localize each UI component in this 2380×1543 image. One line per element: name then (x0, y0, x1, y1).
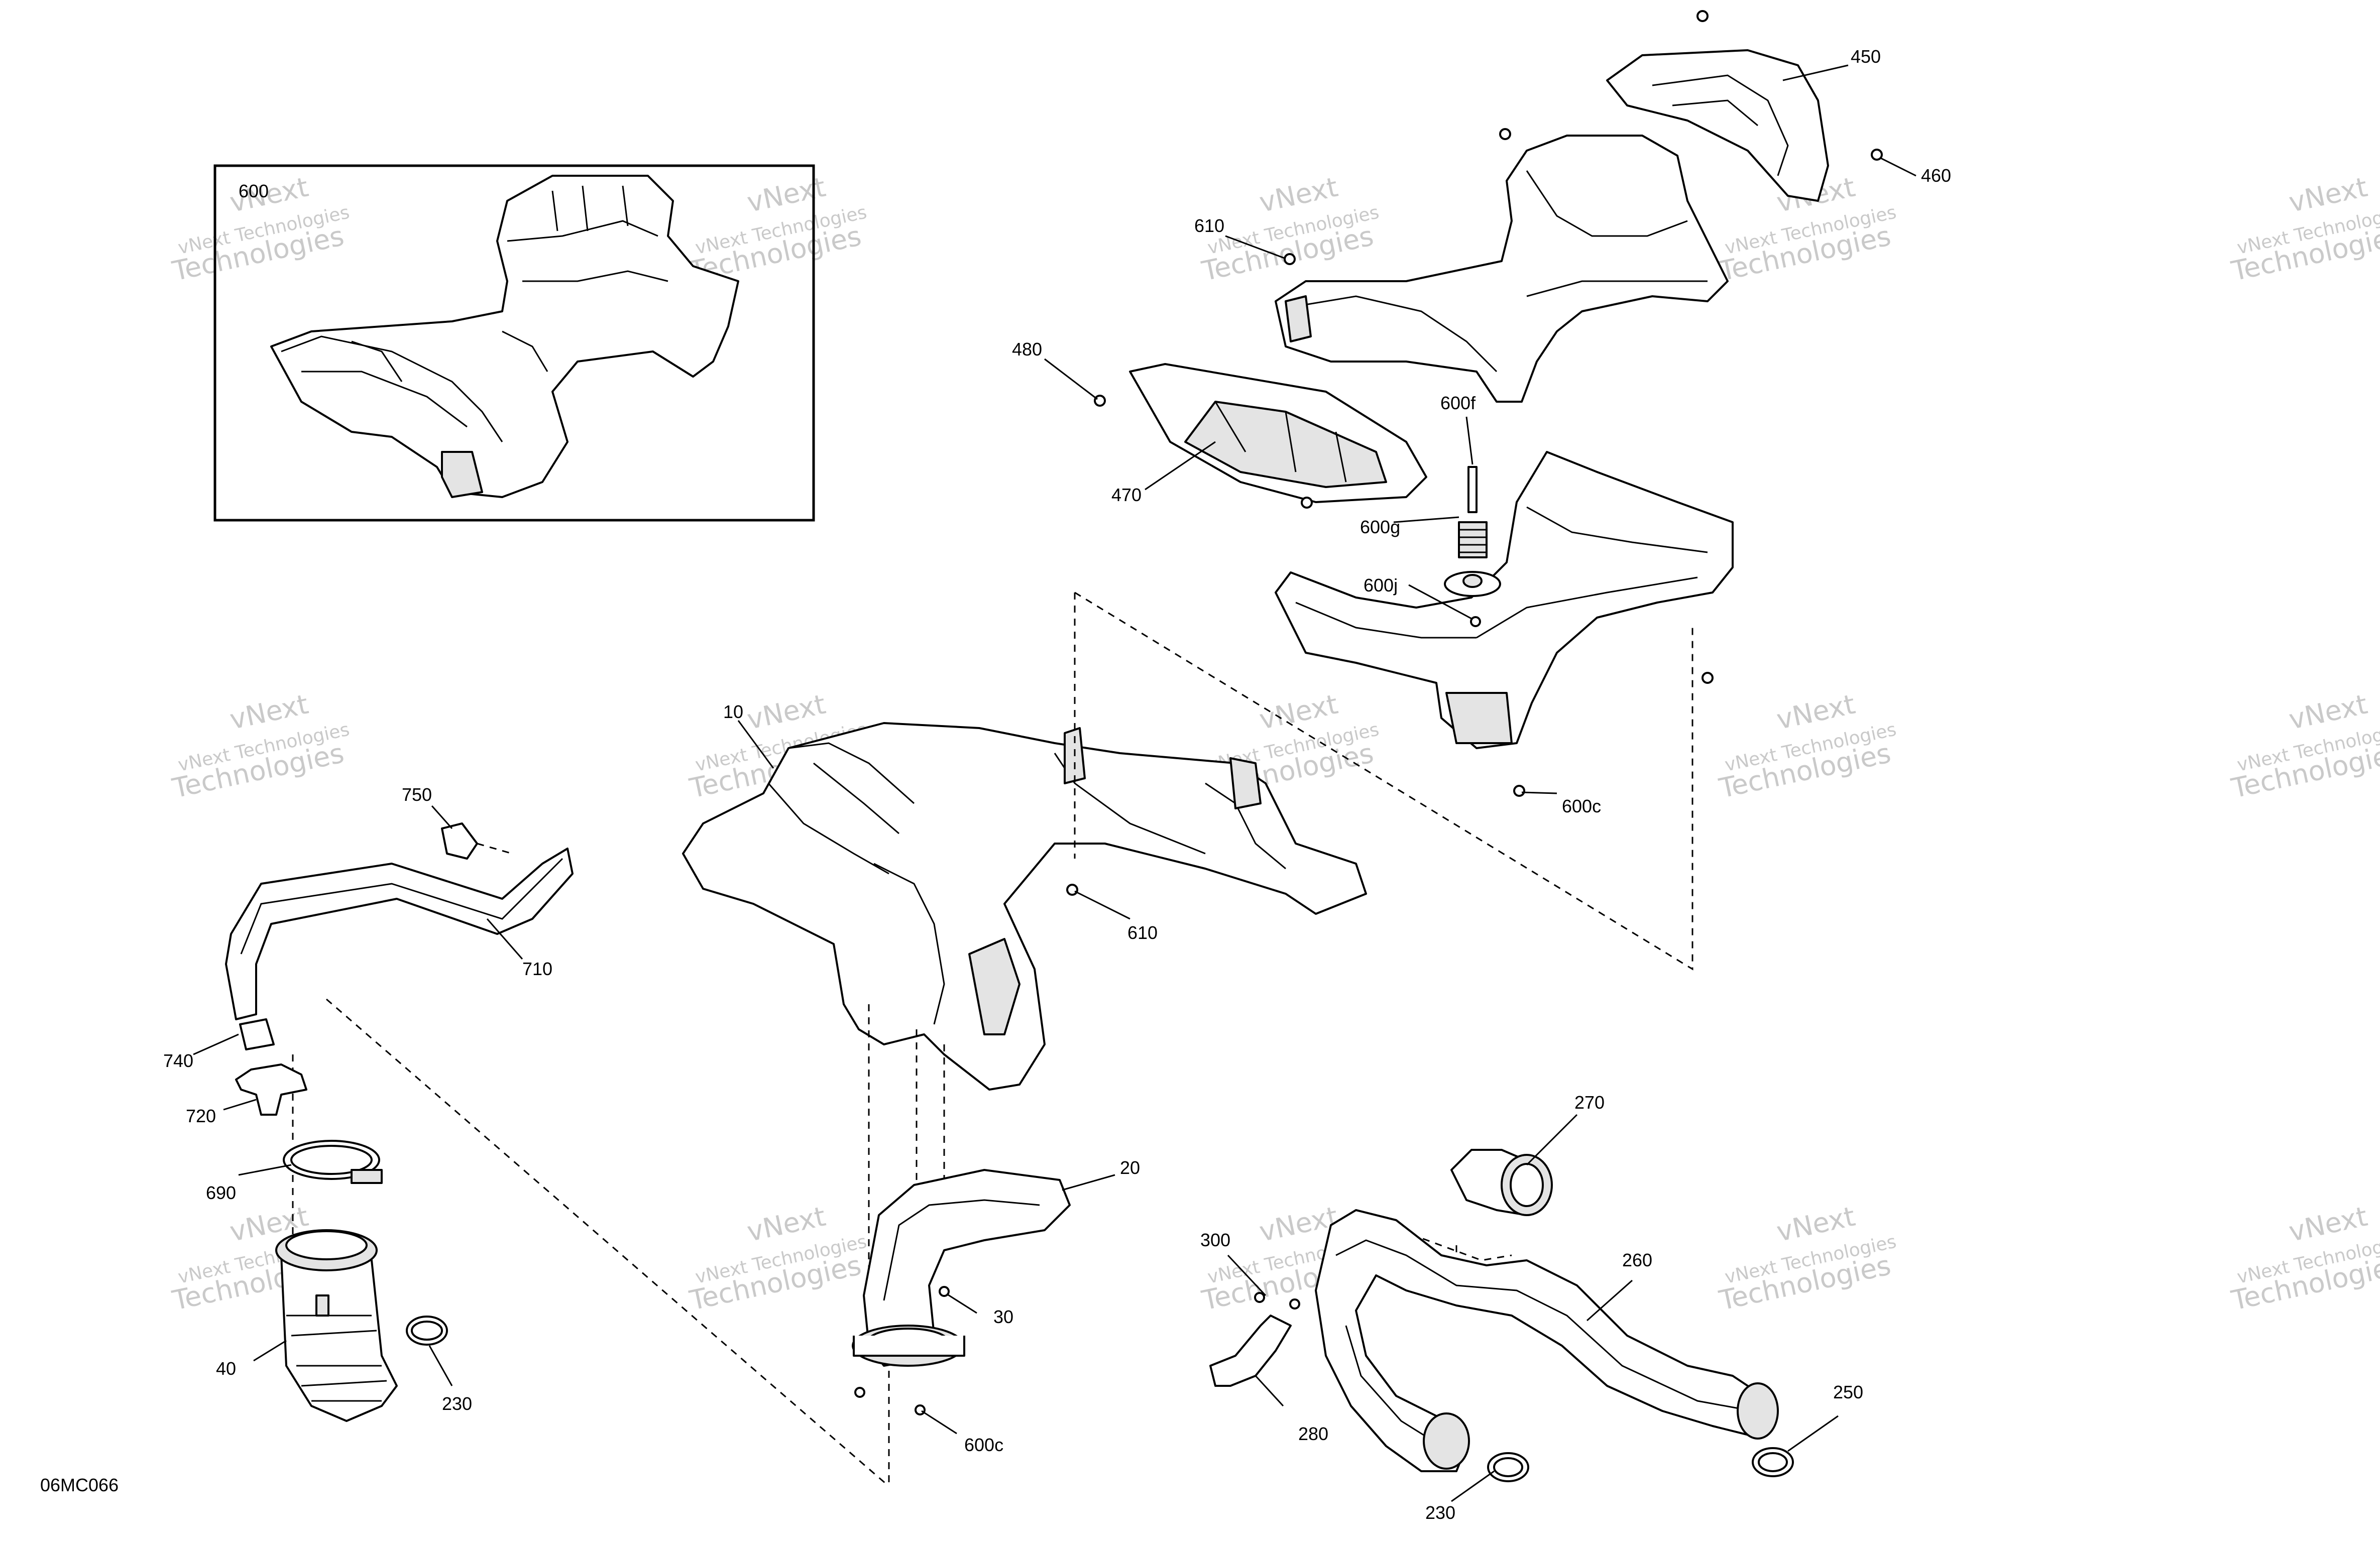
callout-300: 300 (1200, 1230, 1230, 1250)
callout-610-top: 610 (1194, 215, 1224, 236)
callout-480: 480 (1012, 339, 1042, 360)
callout-600j: 600j (1364, 575, 1398, 596)
callout-710: 710 (522, 959, 552, 979)
callout-740: 740 (163, 1050, 193, 1071)
callout-460: 460 (1921, 165, 1951, 186)
callout-30: 30 (993, 1307, 1013, 1327)
t-fitting-720 (235, 1018, 307, 1116)
watermark-line-1: vNext (1774, 1201, 1858, 1248)
callout-230-right: 230 (1425, 1502, 1455, 1523)
callout-720: 720 (186, 1106, 216, 1126)
inset-assembly-drawing (270, 175, 739, 498)
callout-470: 470 (1111, 485, 1142, 505)
watermark-line-1: vNext (1774, 688, 1858, 736)
watermark-line-1: vNext (2286, 688, 2370, 736)
watermark-line-1: vNext (1257, 171, 1340, 218)
callout-600g: 600g (1360, 517, 1400, 537)
side-panel-470 (1094, 363, 1427, 509)
callout-750: 750 (402, 784, 432, 805)
inset-frame (213, 164, 815, 522)
watermark-line-1: vNext (744, 1201, 828, 1248)
callout-600c-bottom: 600c (964, 1435, 1003, 1455)
tube-260 (1315, 1209, 1779, 1472)
watermark-line-1: vNext (744, 688, 828, 736)
callout-280: 280 (1298, 1423, 1328, 1444)
air-filter-40 (275, 1229, 448, 1422)
callout-10: 10 (723, 701, 743, 722)
inset-label: 600 (239, 181, 269, 201)
leader-lines (193, 64, 1916, 1502)
callout-260: 260 (1622, 1250, 1652, 1270)
clamps-230-250 (1487, 1447, 1794, 1482)
assembly-inset: 600 (213, 164, 815, 522)
callout-250: 250 (1833, 1382, 1863, 1402)
watermark-line-1: vNext (2286, 171, 2370, 218)
callout-450: 450 (1851, 46, 1881, 67)
intake-duct-20 (852, 1169, 1071, 1415)
lower-airbox-assembly (1275, 451, 1734, 797)
callout-690: 690 (206, 1182, 236, 1203)
main-airbox-10 (682, 722, 1367, 1091)
diagram-code: 06MC066 (40, 1475, 119, 1495)
callout-230-left: 230 (442, 1393, 472, 1414)
tube-270 (1450, 1149, 1553, 1216)
callout-40: 40 (216, 1358, 236, 1379)
cover-450 (1606, 10, 1883, 202)
clamp-690 (283, 1140, 383, 1184)
callout-labels: 450 460 610 480 470 600f 600g 600j 600c … (163, 46, 1951, 1523)
vent-hose-710 (225, 822, 574, 1020)
callout-20: 20 (1120, 1157, 1140, 1178)
watermark-line-1: vNext (227, 688, 311, 736)
watermark-line-1: vNext (744, 171, 828, 218)
bracket-280 (1209, 1292, 1300, 1387)
callout-270: 270 (1574, 1092, 1605, 1113)
callout-600f: 600f (1440, 393, 1476, 413)
watermark-line-1: vNext (2286, 1201, 2370, 1248)
callout-610-center: 610 (1127, 922, 1158, 943)
callout-600c-right: 600c (1562, 796, 1601, 816)
upper-airbox-assembly (1275, 128, 1729, 403)
